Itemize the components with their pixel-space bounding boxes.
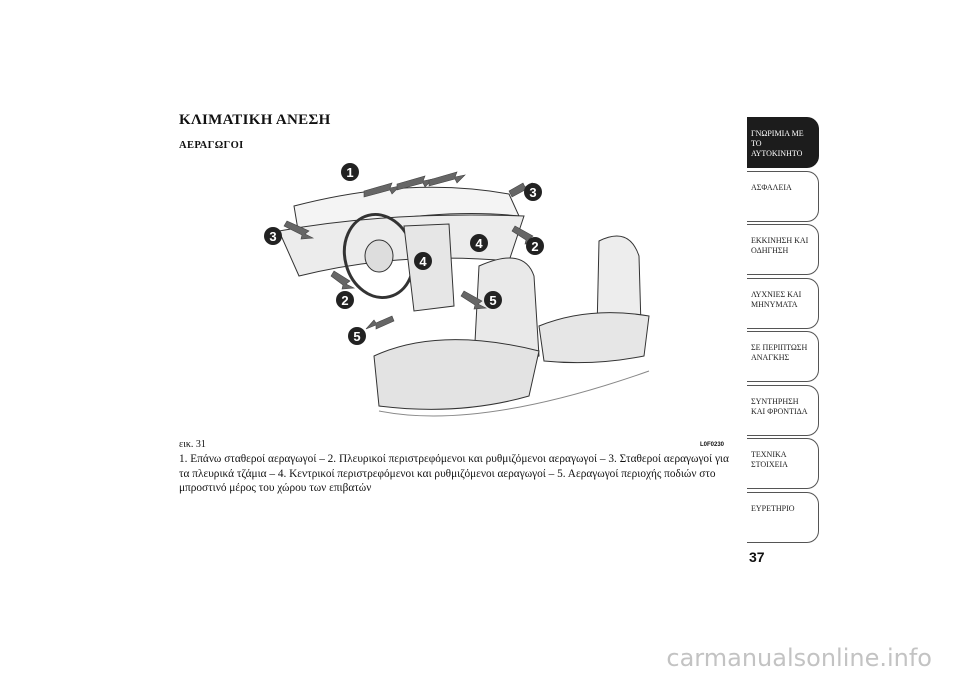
- callout-2-left: 2: [336, 291, 354, 309]
- callout-4-left: 4: [414, 252, 432, 270]
- callout-3-left: 3: [264, 227, 282, 245]
- page-title: ΚΛΙΜΑΤΙΚΗ ΑΝΕΣΗ: [179, 112, 331, 128]
- passenger-seat-cushion: [538, 312, 650, 364]
- floor: [378, 370, 650, 417]
- car-interior-illustration: 1 3 3 4 4 2 2 5 5: [264, 163, 650, 417]
- callout-markers: 1 3 3 4 4 2 2 5 5: [264, 163, 544, 345]
- tab-getting-to-know[interactable]: ΓΝΩΡΙΜΙΑ ΜΕ ΤΟ ΑΥΤΟΚΙΝΗΤΟ: [747, 117, 819, 168]
- page-number: 37: [749, 549, 765, 565]
- callout-5-right: 5: [484, 291, 502, 309]
- figure-legend: 1. Επάνω σταθεροί αεραγωγοί – 2. Πλευρικ…: [179, 453, 729, 494]
- tab-index[interactable]: ΕΥΡΕΤΗΡΙΟ: [747, 491, 819, 543]
- tab-maintenance[interactable]: ΣΥΝΤΗΡΗΣΗ ΚΑΙ ΦΡΟΝΤΙΔΑ: [747, 384, 819, 436]
- tab-technical-data[interactable]: ΤΕΧΝΙΚΑ ΣΤΟΙΧΕΙΑ: [747, 438, 819, 489]
- watermark: carmanualsonline.info: [666, 644, 932, 672]
- driver-seat-cushion: [373, 339, 540, 410]
- tab-warning-lights[interactable]: ΛΥΧΝΙΕΣ ΚΑΙ ΜΗΝΥΜΑΤΑ: [747, 277, 819, 329]
- figure-code: L0F0230: [700, 442, 725, 448]
- svg-text:5: 5: [489, 293, 496, 308]
- svg-text:2: 2: [341, 293, 348, 308]
- airflow-arrows: [283, 171, 539, 330]
- callout-1: 1: [341, 163, 359, 181]
- callout-3-right: 3: [524, 183, 542, 201]
- svg-text:4: 4: [475, 236, 483, 251]
- tab-safety[interactable]: ΑΣΦΑΛΕΙΑ: [747, 170, 819, 222]
- callout-2-right: 2: [526, 237, 544, 255]
- svg-text:1: 1: [346, 165, 353, 180]
- figure-caption: εικ. 31: [179, 439, 206, 450]
- svg-text:5: 5: [353, 329, 360, 344]
- svg-text:3: 3: [269, 229, 276, 244]
- tab-starting-driving[interactable]: ΕΚΚΙΝΗΣΗ ΚΑΙ ΟΔΗΓΗΣΗ: [747, 224, 819, 275]
- callout-5-left: 5: [348, 327, 366, 345]
- svg-text:3: 3: [529, 185, 536, 200]
- chapter-tabs: ΓΝΩΡΙΜΙΑ ΜΕ ΤΟ ΑΥΤΟΚΙΝΗΤΟ ΑΣΦΑΛΕΙΑ ΕΚΚΙΝ…: [747, 117, 819, 545]
- svg-text:4: 4: [419, 254, 427, 269]
- tab-emergency[interactable]: ΣΕ ΠΕΡΙΠΤΩΣΗ ΑΝΑΓΚΗΣ: [747, 331, 819, 382]
- section-title: ΑΕΡΑΓΩΓΟΙ: [179, 140, 244, 151]
- svg-text:2: 2: [531, 239, 538, 254]
- callout-4-right: 4: [470, 234, 488, 252]
- dashboard-lower: [278, 214, 525, 277]
